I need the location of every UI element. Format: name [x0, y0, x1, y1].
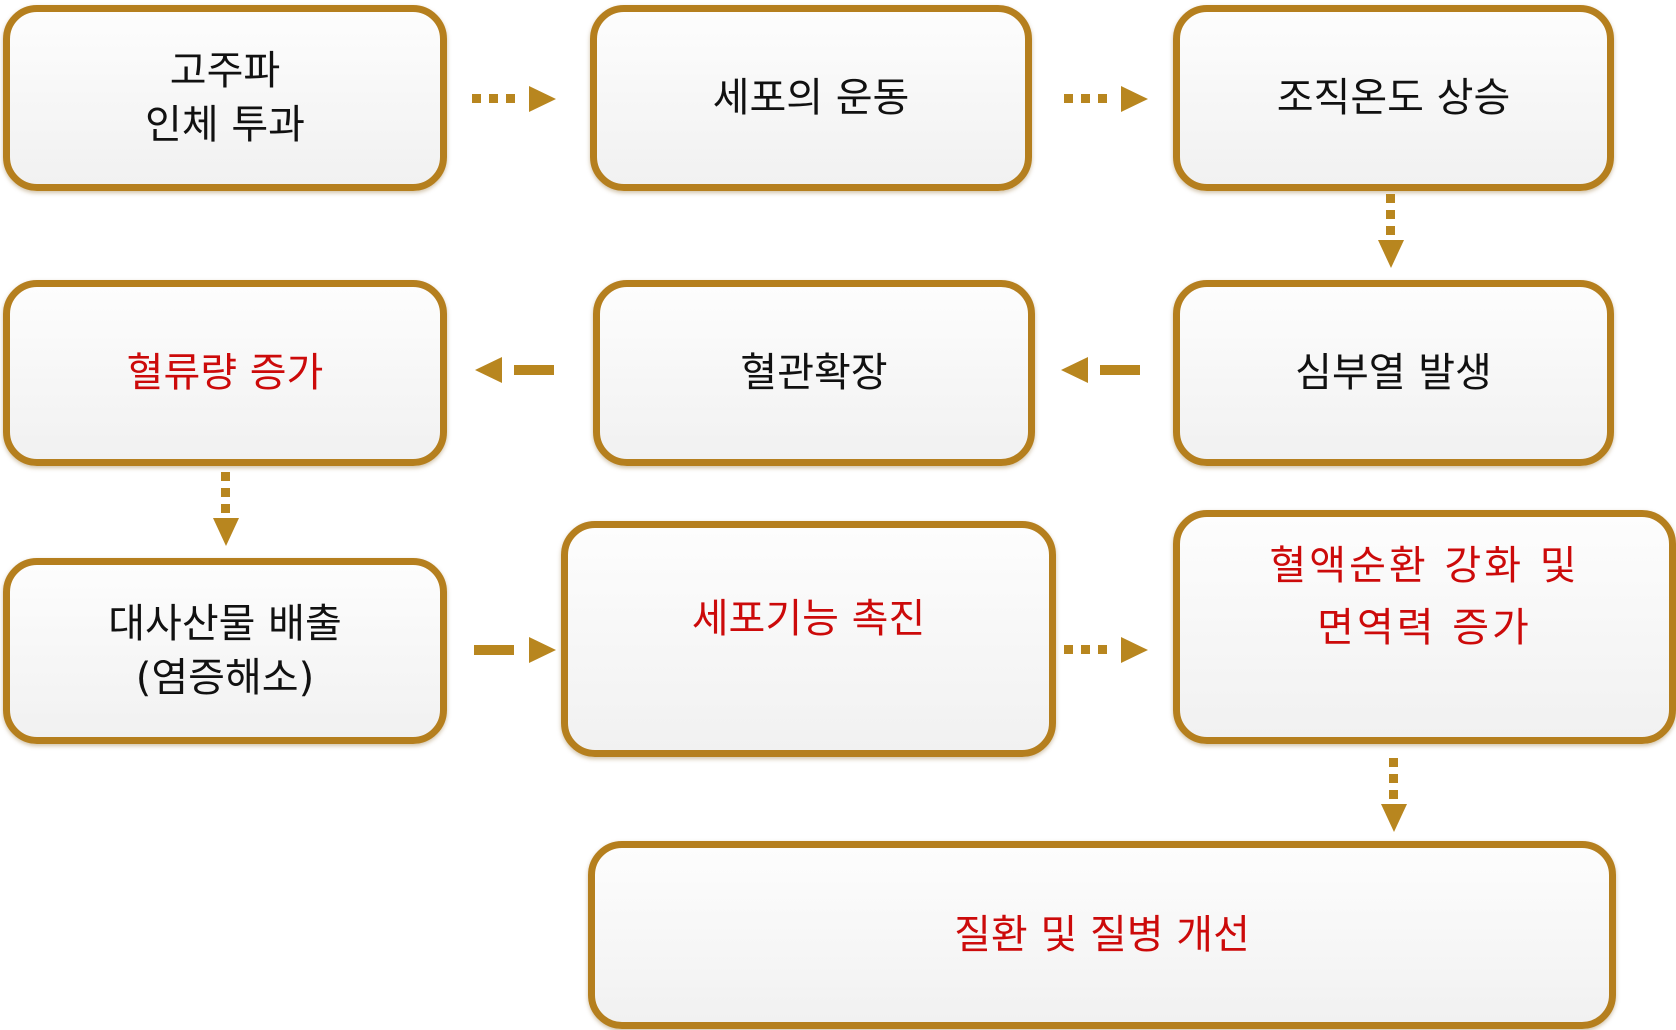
node-vasodilation: 혈관확장: [593, 280, 1035, 466]
node-label: 세포의 운동: [712, 75, 910, 121]
node-circulation-immunity: 혈액순환 강화 및 면역력 증가: [1173, 510, 1676, 744]
dashed-arrow-left-icon: [475, 357, 554, 383]
node-metabolite-excretion: 대사산물 배출 (염증해소): [3, 558, 447, 744]
node-deep-heat: 심부열 발생: [1173, 280, 1614, 466]
node-label: 고주파 인체 투과: [145, 48, 305, 148]
node-disease-improvement: 질환 및 질병 개선: [588, 841, 1616, 1029]
dotted-arrow-down-icon: [1381, 758, 1407, 832]
dotted-arrow-right-icon: [1064, 86, 1148, 112]
node-label: 대사산물 배출 (염증해소): [108, 601, 342, 701]
node-high-frequency-penetration: 고주파 인체 투과: [3, 5, 447, 191]
node-label: 질환 및 질병 개선: [954, 912, 1250, 958]
dotted-arrow-down-icon: [1378, 194, 1404, 268]
node-tissue-temperature-rise: 조직온도 상승: [1173, 5, 1614, 191]
dotted-arrow-down-icon: [213, 472, 239, 546]
dotted-arrow-right-icon: [1064, 637, 1148, 663]
node-label: 세포기능 촉진: [691, 596, 926, 642]
dotted-arrow-right-icon: [472, 86, 556, 112]
node-label: 심부열 발생: [1295, 350, 1492, 396]
node-blood-flow-increase: 혈류량 증가: [3, 280, 447, 466]
node-cell-movement: 세포의 운동: [590, 5, 1032, 191]
node-label: 혈관확장: [740, 350, 888, 396]
dashed-arrow-right-icon: [474, 637, 556, 663]
node-cell-function: 세포기능 촉진: [561, 521, 1056, 757]
node-label: 조직온도 상승: [1276, 75, 1511, 121]
node-label: 혈류량 증가: [126, 350, 324, 396]
node-label: 혈액순환 강화 및 면역력 증가: [1269, 543, 1580, 651]
dashed-arrow-left-icon: [1061, 357, 1140, 383]
